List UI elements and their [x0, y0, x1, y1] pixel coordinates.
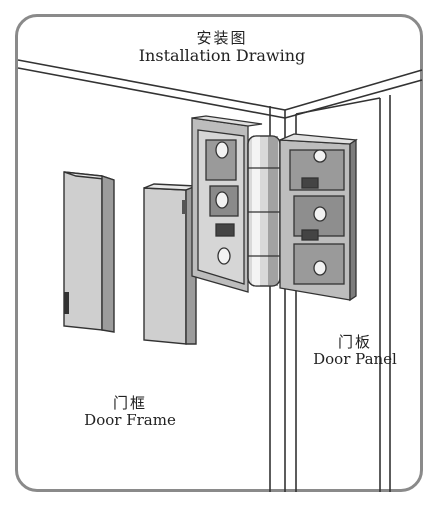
door-frame-en: Door Frame — [84, 411, 176, 430]
door-frame-cover-right — [143, 183, 197, 345]
door-frame-cover-left — [63, 171, 115, 333]
title-en: Installation Drawing — [138, 46, 306, 66]
door-frame-label: 门框 Door Frame — [70, 394, 190, 430]
hinge-barrel — [247, 135, 281, 287]
door-frame-zh: 门框 — [112, 394, 147, 412]
hinge-frame-leaf — [191, 115, 263, 293]
title-zh: 安装图 — [196, 29, 248, 47]
door-panel-zh: 门板 — [337, 333, 372, 351]
wall-lines — [17, 59, 423, 492]
door-panel-label: 门板 Door Panel — [295, 333, 415, 369]
drawing-title: 安装图 Installation Drawing — [0, 29, 444, 66]
hinge-panel-leaf — [279, 133, 358, 302]
door-panel-en: Door Panel — [313, 350, 397, 369]
